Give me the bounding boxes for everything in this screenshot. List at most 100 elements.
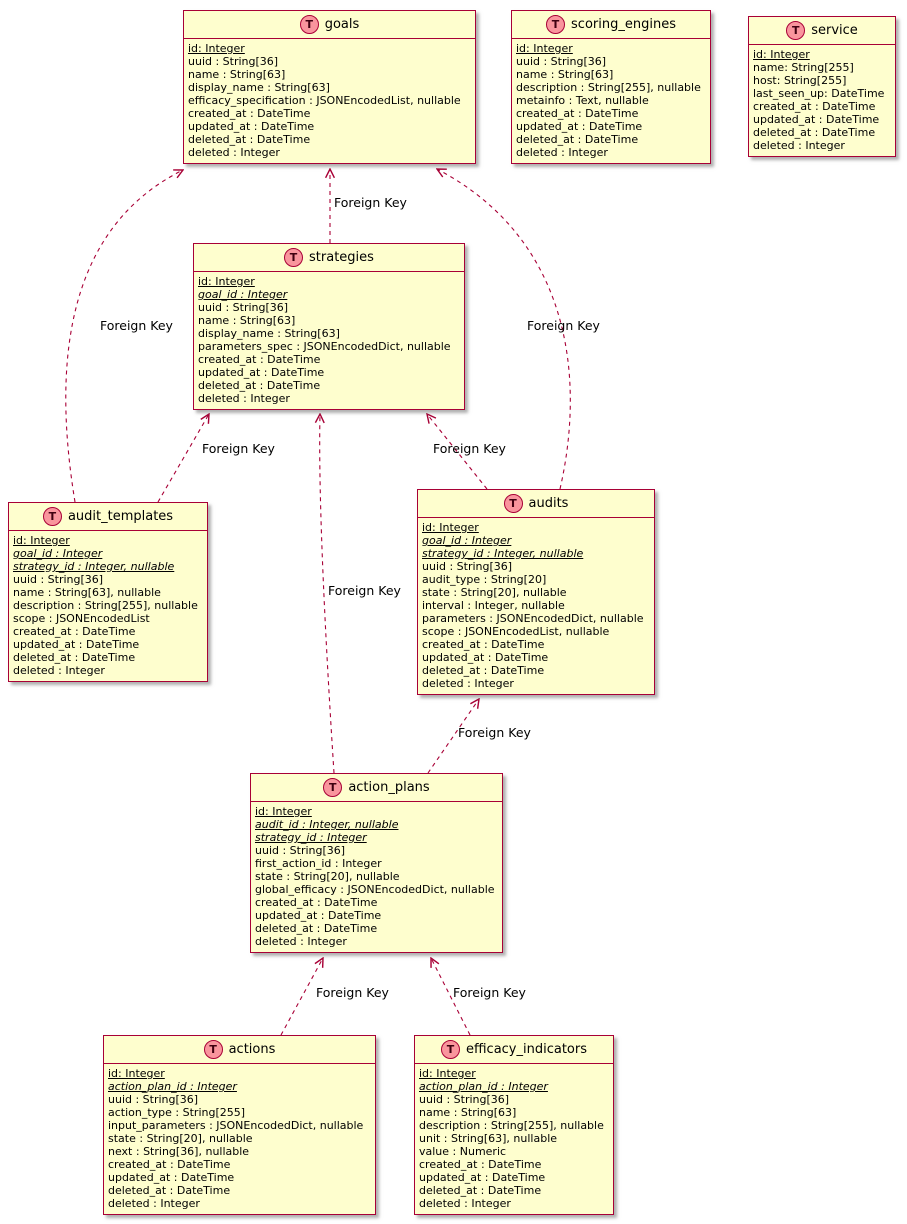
table-field: id: Integer <box>753 48 810 61</box>
table-field: global_efficacy : JSONEncodedDict, nulla… <box>255 883 495 896</box>
table-name: service <box>811 23 858 38</box>
table-name: efficacy_indicators <box>465 1042 588 1057</box>
fk-edge-audit_templates-to-goals <box>65 170 183 503</box>
table-field: name: String[255] <box>753 61 854 74</box>
table-field: deleted : Integer <box>516 146 608 159</box>
table-field: uuid : String[36] <box>516 55 607 68</box>
table-field: updated_at : DateTime <box>516 120 643 133</box>
edge-label: Foreign Key <box>202 441 276 456</box>
table-field: deleted_at : DateTime <box>108 1184 231 1197</box>
fk-edge-action_plans-to-strategies <box>320 414 335 774</box>
fk-edge-audits-to-strategies <box>427 414 488 490</box>
table-icon: T <box>299 15 319 34</box>
table-field: created_at : DateTime <box>516 107 639 120</box>
table-field: audit_type : String[20] <box>422 573 547 586</box>
table-field: uuid : String[36] <box>188 55 279 68</box>
table-field: goal_id : Integer <box>13 547 103 560</box>
table-field: id: Integer <box>188 42 245 55</box>
table-field: state : String[20], nullable <box>422 586 567 599</box>
table-field: strategy_id : Integer, nullable <box>13 560 175 573</box>
table-field: updated_at : DateTime <box>422 651 549 664</box>
table-field: deleted : Integer <box>422 677 514 690</box>
table-field: scope : JSONEncodedList <box>13 612 150 625</box>
table-header: T service <box>749 17 895 45</box>
table-icon: T <box>786 21 806 40</box>
table-field: created_at : DateTime <box>198 353 321 366</box>
edge-label: Foreign Key <box>316 985 390 1000</box>
table-field: id: Integer <box>419 1067 476 1080</box>
table-field: deleted_at : DateTime <box>419 1184 542 1197</box>
table-icon: T <box>284 248 304 267</box>
edge-label: Foreign Key <box>433 441 507 456</box>
table-field: last_seen_up: DateTime <box>753 87 885 100</box>
table-field: created_at : DateTime <box>422 638 545 651</box>
fk-edge-efficacy_indicators-to-action_plans <box>431 958 471 1036</box>
table-name: strategies <box>309 250 374 265</box>
table-header: T goals <box>184 11 475 39</box>
table-field: created_at : DateTime <box>255 896 378 909</box>
table-field: display_name : String[63] <box>198 327 340 340</box>
table-icon: T <box>203 1040 223 1059</box>
table-field: updated_at : DateTime <box>753 113 880 126</box>
table-field: metainfo : Text, nullable <box>516 94 649 107</box>
table-field: next : String[36], nullable <box>108 1145 250 1158</box>
table-icon: T <box>440 1040 460 1059</box>
table-field: created_at : DateTime <box>753 100 876 113</box>
edge-label: Foreign Key <box>527 318 601 333</box>
table-field: deleted : Integer <box>255 935 347 948</box>
table-field: created_at : DateTime <box>188 107 311 120</box>
table-field: goal_id : Integer <box>198 288 288 301</box>
table-field: description : String[255], nullable <box>13 599 198 612</box>
table-field: name : String[63], nullable <box>13 586 161 599</box>
table-field: deleted : Integer <box>198 392 290 405</box>
table-field: action_plan_id : Integer <box>108 1080 237 1093</box>
table-field: deleted : Integer <box>13 664 105 677</box>
table-field: deleted : Integer <box>108 1197 200 1210</box>
table-field: goal_id : Integer <box>422 534 512 547</box>
table-name: actions <box>228 1042 276 1057</box>
table-field: id: Integer <box>516 42 573 55</box>
fk-edge-actions-to-action_plans <box>280 958 323 1036</box>
table-field: description : String[255], nullable <box>516 81 701 94</box>
table-field: deleted_at : DateTime <box>516 133 639 146</box>
table-field: created_at : DateTime <box>13 625 136 638</box>
table-field: updated_at : DateTime <box>419 1171 546 1184</box>
table-header: T efficacy_indicators <box>415 1036 613 1064</box>
table-field: updated_at : DateTime <box>13 638 140 651</box>
table-field: deleted : Integer <box>753 139 845 152</box>
table-icon: T <box>503 494 523 513</box>
table-field: created_at : DateTime <box>108 1158 231 1171</box>
fk-edge-action_plans-to-audits <box>427 699 479 774</box>
edge-label: Foreign Key <box>453 985 527 1000</box>
table-field: parameters_spec : JSONEncodedDict, nulla… <box>198 340 451 353</box>
table-header: T scoring_engines <box>512 11 710 39</box>
table-field: uuid : String[36] <box>422 560 513 573</box>
table-field: updated_at : DateTime <box>188 120 315 133</box>
table-field: state : String[20], nullable <box>255 870 400 883</box>
table-field: deleted : Integer <box>419 1197 511 1210</box>
table-field: uuid : String[36] <box>198 301 289 314</box>
table-header: T audits <box>418 490 654 518</box>
edge-label: Foreign Key <box>100 318 174 333</box>
table-field: value : Numeric <box>419 1145 507 1158</box>
table-field: interval : Integer, nullable <box>422 599 565 612</box>
table-field: strategy_id : Integer <box>255 831 367 844</box>
table-field: audit_id : Integer, nullable <box>255 818 399 831</box>
table-field: name : String[63] <box>198 314 296 327</box>
table-field: updated_at : DateTime <box>198 366 325 379</box>
table-field: scope : JSONEncodedList, nullable <box>422 625 610 638</box>
table-field: deleted : Integer <box>188 146 280 159</box>
